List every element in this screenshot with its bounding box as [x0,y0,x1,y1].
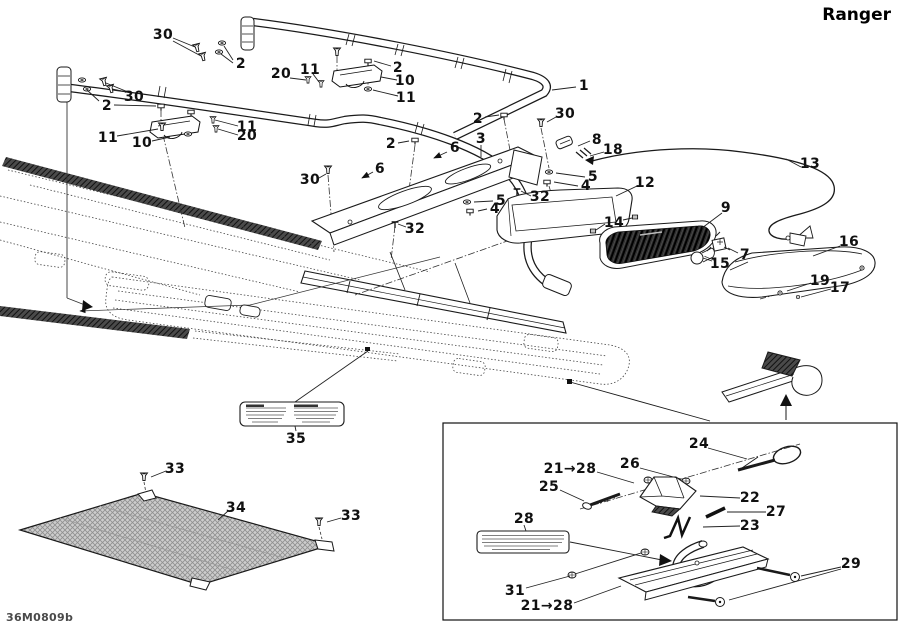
adhesive-marks [575,147,592,159]
warning-label-35 [239,347,370,427]
drawing-code: 36M0809b [6,611,74,624]
tunnel-lower-band [0,306,190,339]
hitch-bolt [582,492,621,510]
callout-leaders [86,37,842,604]
bulb-socket [706,231,731,252]
taillight-grille [599,220,717,269]
hitch-assembled-view [567,351,823,422]
bulb [690,247,715,265]
rack-lower-frame [204,251,567,334]
tunnel-phantom [0,157,431,362]
cotter-pin [705,506,726,519]
spring-clip [663,514,692,540]
taillight-housing [496,187,633,244]
mount-bracket-right [331,64,383,89]
support-bracket [310,146,543,246]
hitch-pin [737,445,802,472]
mount-bracket-left [149,115,201,140]
rack-tube-rear [240,16,551,140]
warning-label-28 [476,530,672,566]
hitch-bracket [639,476,697,517]
cargo-net [17,489,335,591]
detail-inset-box [442,422,898,621]
heat-exchanger-band [2,157,322,250]
wiring-harness [585,148,835,247]
hitch-base-plate [617,546,770,601]
wire-clip [555,135,573,150]
fasteners [77,40,865,540]
model-title: Ranger [822,5,891,25]
cargo-platform-phantom [105,276,630,385]
hitch-bolts-29 [687,566,800,607]
taillight-lens [721,246,876,298]
